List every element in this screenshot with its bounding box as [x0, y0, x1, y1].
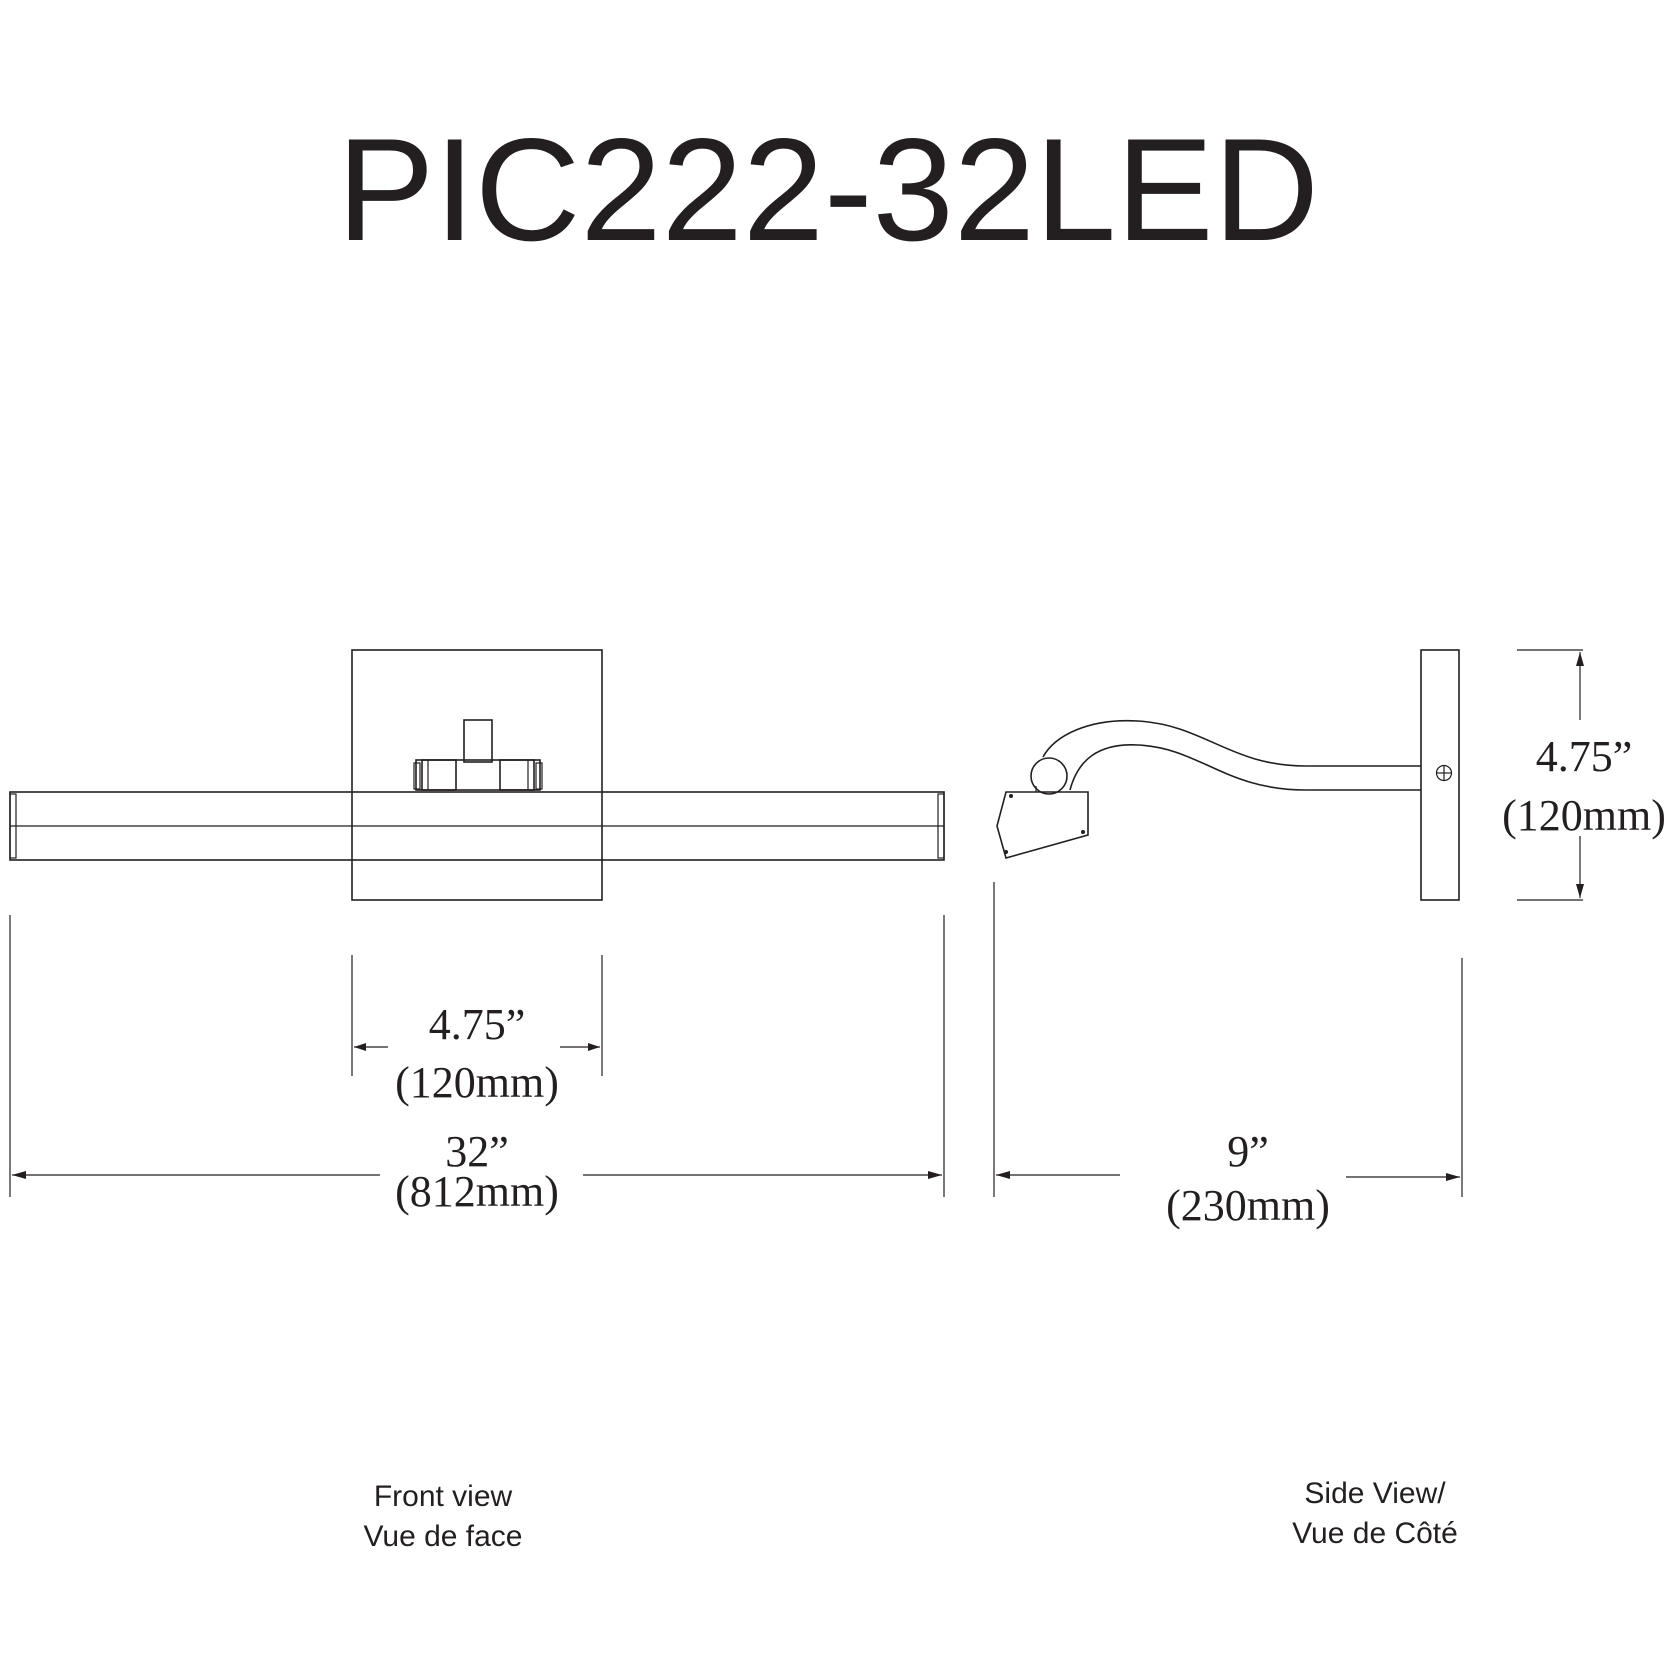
backplate-width-mm: (120mm) — [395, 1058, 559, 1107]
front-end-cap-right — [937, 793, 945, 859]
side-curved-arm — [1042, 719, 1421, 767]
front-view: 4.75” (120mm) 32” (812mm) Front view Vue… — [9, 649, 945, 1553]
front-bracket-stem — [463, 719, 493, 763]
side-lamp-screw-1 — [1009, 794, 1013, 798]
side-view-caption-en: Side View/ — [1304, 1477, 1446, 1510]
backplate-height-dimension: 4.75” (120mm) — [1502, 652, 1666, 898]
backplate-width-inches: 4.75” — [429, 1000, 526, 1049]
backplate-height-mm: (120mm) — [1502, 791, 1666, 840]
side-curved-arm-lower — [1069, 744, 1421, 791]
projection-dimension: 9” (230mm) — [996, 1127, 1460, 1230]
side-backplate — [1420, 649, 1460, 901]
side-pivot-knuckle — [1030, 757, 1068, 795]
front-view-caption-fr: Vue de face — [363, 1520, 522, 1553]
side-lamp-screw-2 — [1081, 830, 1085, 834]
overall-width-mm: (812mm) — [395, 1167, 559, 1216]
product-title: PIC222-32LED — [337, 108, 1319, 271]
side-mounting-screw — [1435, 764, 1453, 782]
side-view: 9” (230mm) 4.75” (120mm) Side View/ Vue … — [993, 649, 1666, 1550]
side-lamp-screw-3 — [1004, 850, 1008, 854]
side-lamp-head — [996, 791, 1089, 859]
backplate-height-inches: 4.75” — [1536, 732, 1633, 781]
front-view-caption-en: Front view — [374, 1480, 513, 1513]
front-hinge-assembly — [413, 759, 543, 791]
projection-inches: 9” — [1227, 1127, 1269, 1176]
front-end-cap-left — [9, 793, 17, 859]
overall-width-inches: 32” — [445, 1127, 509, 1176]
overall-width-dimension: 32” (812mm) — [12, 1127, 942, 1216]
side-view-caption-fr: Vue de Côté — [1292, 1517, 1458, 1550]
backplate-width-dimension: 4.75” (120mm) — [354, 1000, 600, 1107]
front-backplate — [351, 649, 603, 901]
projection-mm: (230mm) — [1166, 1181, 1330, 1230]
